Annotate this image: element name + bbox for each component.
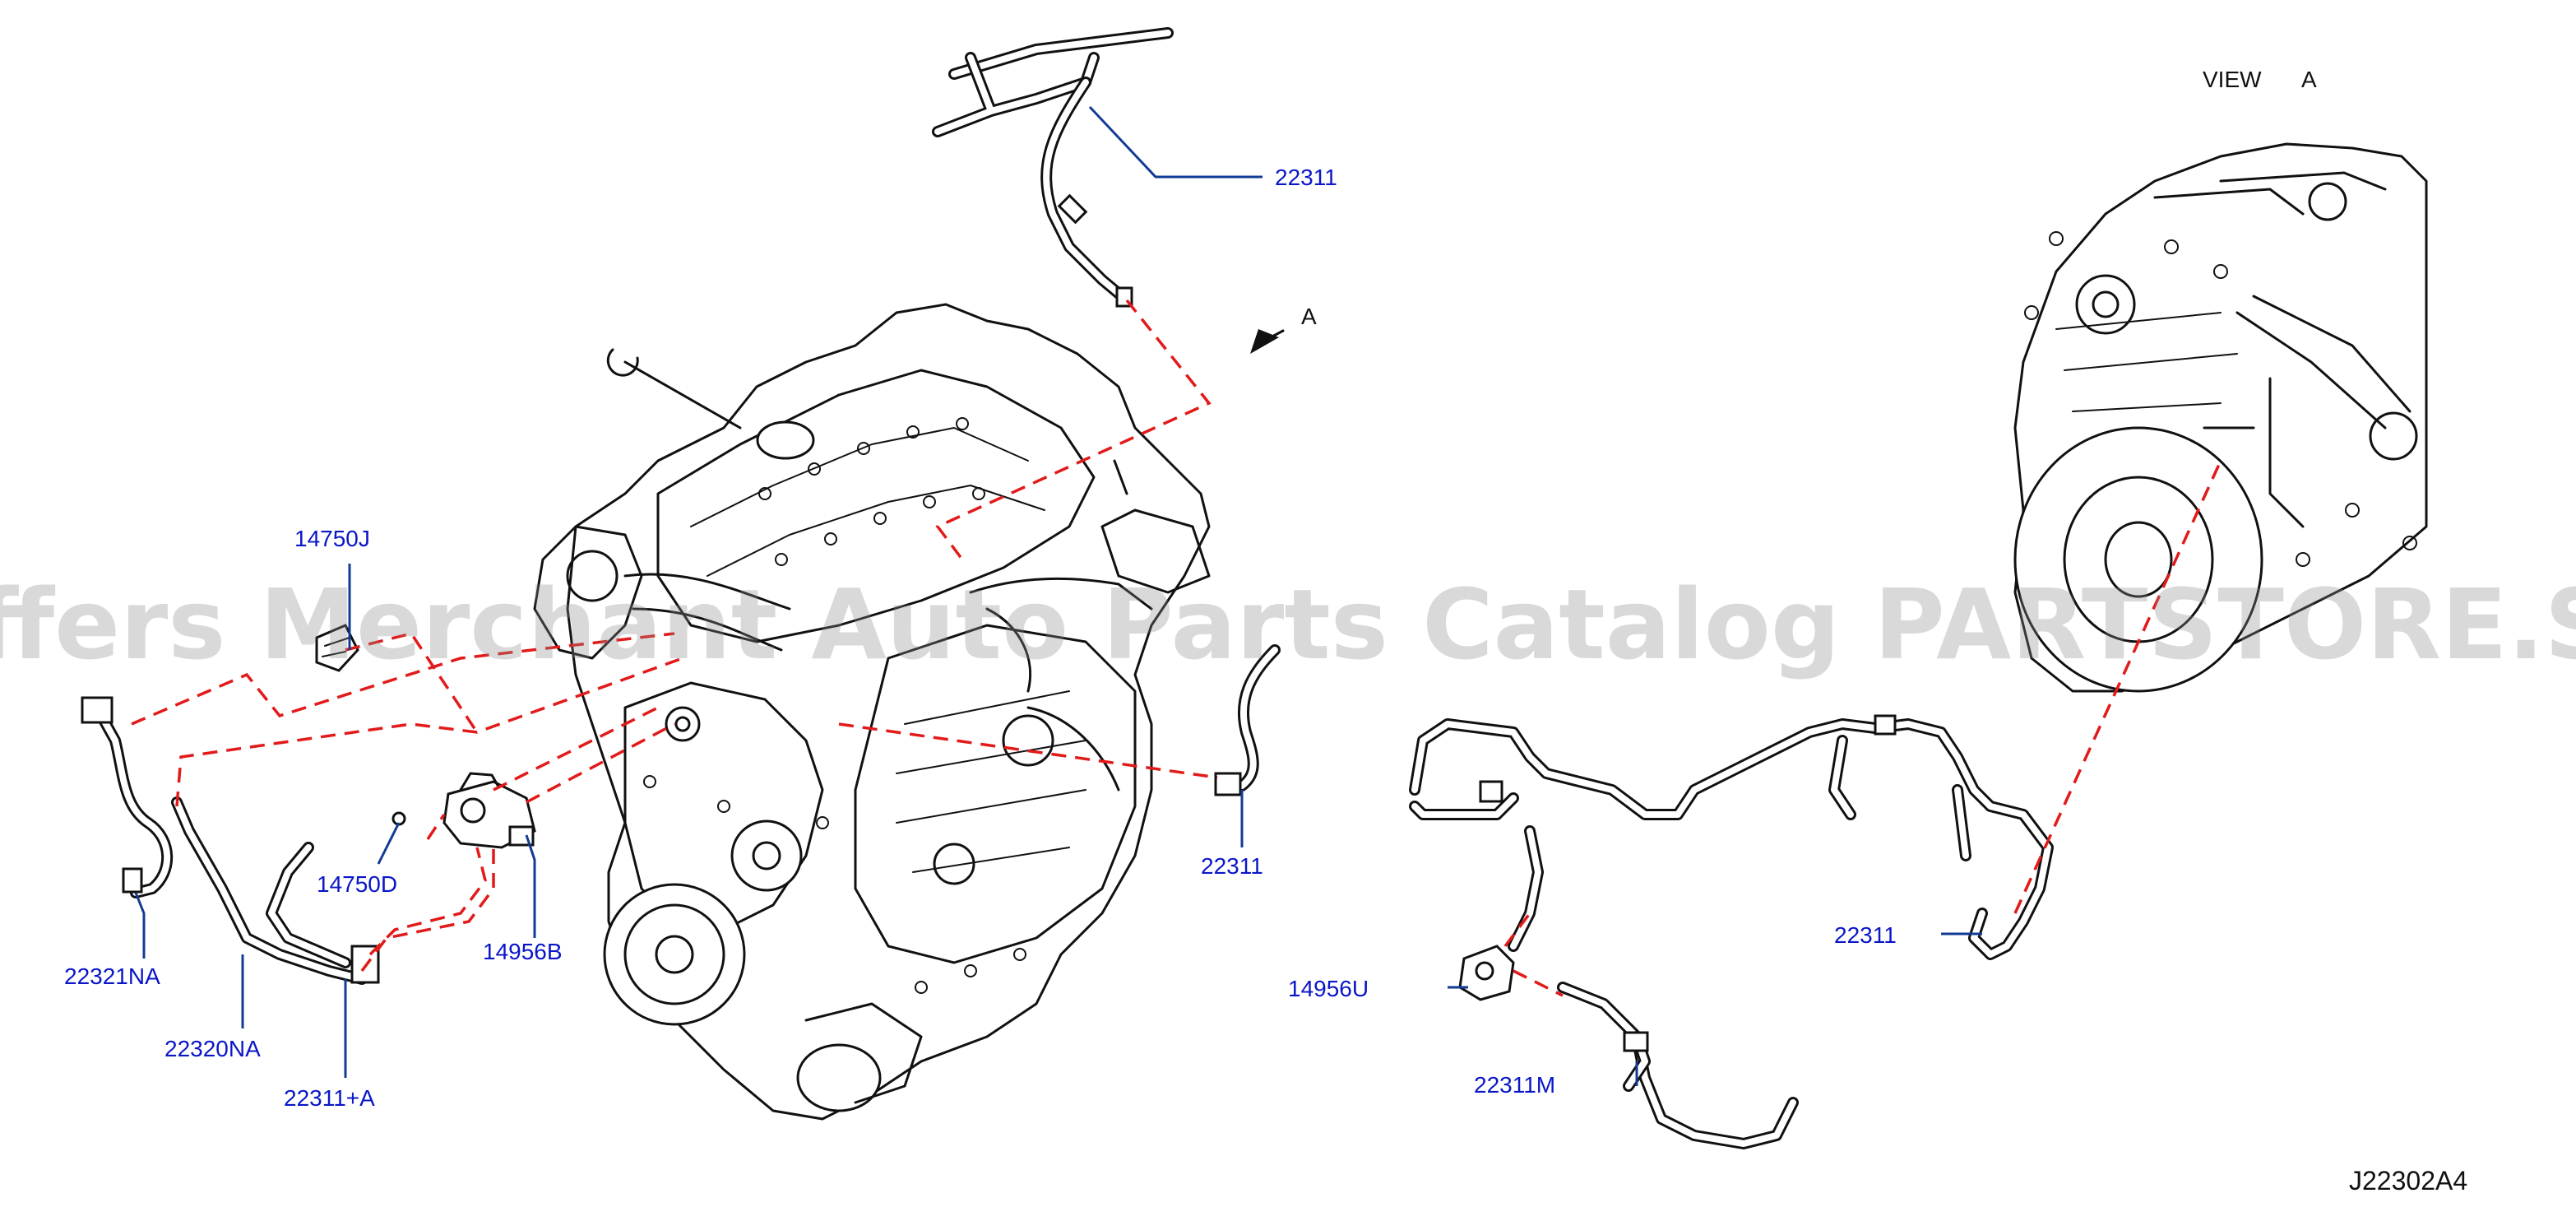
callout-22311-plus-a: 22311+A xyxy=(284,1085,375,1111)
harness-22311M xyxy=(1508,825,1799,1149)
watermark: Offers Merchant Auto Parts Catalog PARTS… xyxy=(0,568,2576,681)
callout-22321NA: 22321NA xyxy=(64,963,160,989)
sensor-22321NA xyxy=(81,696,174,898)
diagram-code: J22302A4 xyxy=(2349,1166,2467,1195)
view-a-bolts xyxy=(2024,231,2417,567)
callout-14750D: 14750D xyxy=(317,871,397,897)
arrow-letter: A xyxy=(1301,304,1317,329)
harness-22311-right xyxy=(1409,714,2054,960)
view-label: VIEW xyxy=(2203,67,2262,92)
cover-bolts xyxy=(758,417,985,566)
callout-22311-right: 22311 xyxy=(1834,922,1897,948)
bracket-14750J xyxy=(315,624,359,672)
callout-22311M: 22311M xyxy=(1474,1072,1555,1098)
valve-14956U xyxy=(1458,945,1515,1001)
harness-22320NA xyxy=(171,796,380,985)
sensor-22311-top xyxy=(932,27,1174,308)
callout-22320NA: 22320NA xyxy=(164,1036,261,1061)
callout-14956U: 14956U xyxy=(1288,976,1369,1001)
callout-14750J: 14750J xyxy=(294,526,370,551)
callout-22311-top: 22311 xyxy=(1275,165,1337,190)
sensor-22311-mid xyxy=(1214,644,1281,796)
callout-14956B: 14956B xyxy=(483,939,563,964)
view-a-connection-lines xyxy=(1503,460,2222,997)
view-a-arrow xyxy=(1250,329,1285,354)
main-engine-drawing xyxy=(533,303,1211,1121)
lower-bolts xyxy=(643,775,1026,994)
leader-lines xyxy=(134,105,1982,1086)
view-a-engine-drawing xyxy=(2013,142,2428,693)
view-letter: A xyxy=(2301,67,2317,92)
connection-lines xyxy=(131,299,1218,973)
bolt-14750D xyxy=(391,811,406,826)
valve-14956B xyxy=(442,772,536,849)
callout-22311-mid: 22311 xyxy=(1201,853,1263,879)
